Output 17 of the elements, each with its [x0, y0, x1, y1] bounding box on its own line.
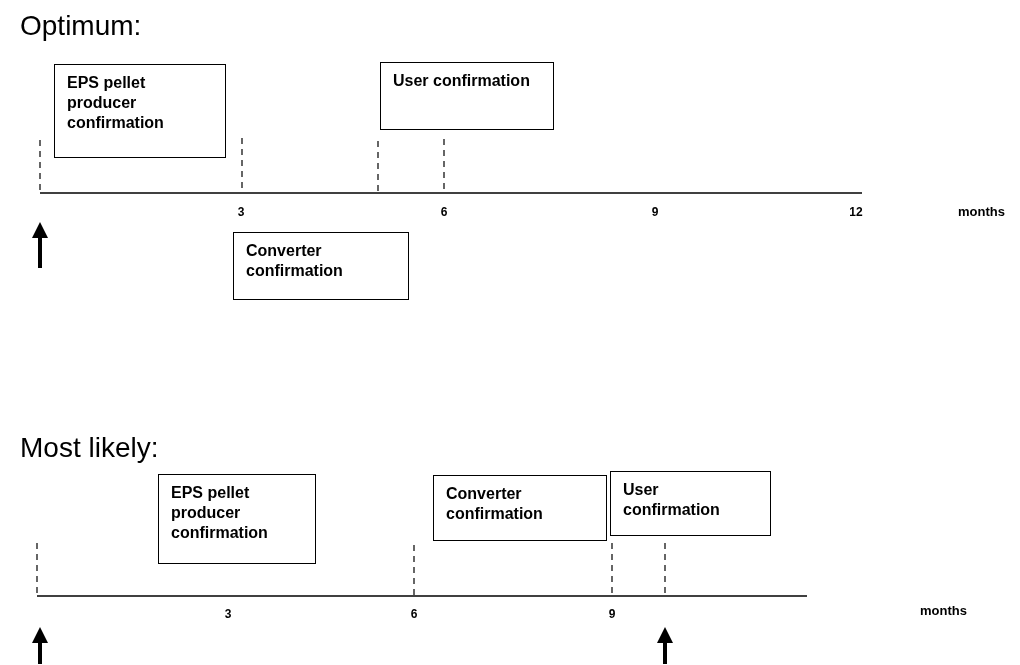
tick-label: 3: [224, 607, 232, 621]
axis-unit: months: [920, 603, 967, 618]
axis-unit: months: [958, 204, 1005, 219]
tick-label: 3: [237, 205, 245, 219]
phase-box: User confirmation: [610, 471, 771, 536]
phase-box: EPS pellet producer confirmation: [54, 64, 226, 158]
section-heading: Optimum:: [20, 10, 142, 42]
tick-label: 9: [608, 607, 616, 621]
phase-box: Converter confirmation: [433, 475, 607, 541]
tick-label: 6: [440, 205, 448, 219]
tick-label: 12: [849, 205, 863, 219]
phase-box: Converter confirmation: [233, 232, 409, 300]
phase-box: User confirmation: [380, 62, 554, 130]
tick-label: 6: [410, 607, 418, 621]
section-heading: Most likely:: [20, 432, 159, 464]
tick-label: 9: [651, 205, 659, 219]
phase-box: EPS pellet producer confirmation: [158, 474, 316, 564]
